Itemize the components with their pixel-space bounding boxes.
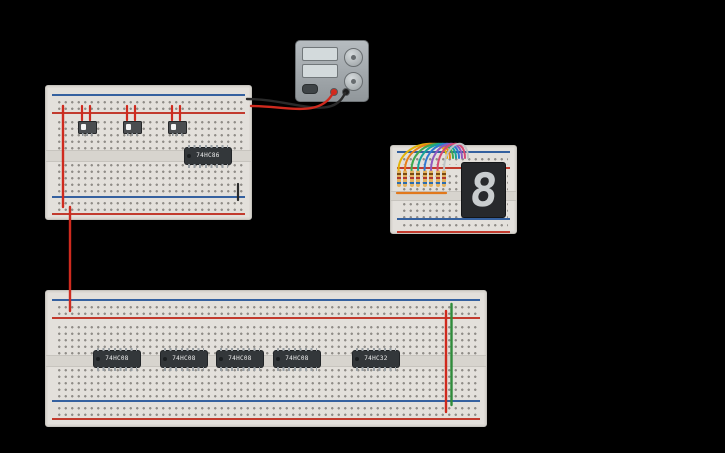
chip-notch (163, 357, 167, 361)
psu-voltage-display (302, 47, 338, 61)
chip-notch (355, 357, 359, 361)
chip-notch (276, 357, 280, 361)
negative-rail-line (52, 400, 480, 402)
positive-rail-line (52, 112, 245, 114)
ic-chip-3[interactable]: 74HC08 (217, 347, 263, 371)
seven-segment-digit: 8 (467, 163, 500, 217)
psu-current-display (302, 64, 338, 78)
power-supply[interactable] (295, 40, 369, 102)
terminal-strip-holes (54, 365, 478, 398)
resistor-1[interactable] (396, 170, 401, 187)
ic-chip-2[interactable]: 74HC08 (161, 347, 207, 371)
chip-label: 74HC86 (196, 152, 220, 159)
resistor-8[interactable] (442, 170, 446, 187)
chip-notch (96, 357, 100, 361)
resistor-3[interactable] (409, 170, 414, 187)
slide-switch-3[interactable] (168, 121, 187, 136)
ic-chip-74hc86[interactable]: 74HC86 (185, 144, 231, 168)
chip-label: 74HC08 (105, 355, 129, 362)
current-knob[interactable] (344, 72, 363, 91)
positive-rail-line (52, 418, 480, 420)
negative-rail-line (52, 299, 480, 301)
breadboard-large[interactable] (45, 290, 487, 427)
positive-terminal[interactable] (330, 88, 338, 96)
slide-switch-1[interactable] (78, 121, 97, 136)
negative-rail-line (397, 218, 510, 220)
resistor-5[interactable] (422, 170, 427, 187)
psu-power-button[interactable] (302, 84, 318, 94)
chip-label: 74HC32 (364, 355, 388, 362)
chip-label: 74HC08 (172, 355, 196, 362)
chip-notch (219, 357, 223, 361)
positive-rail-line (52, 317, 480, 319)
chip-label: 74HC08 (285, 355, 309, 362)
power-rail-holes (54, 302, 478, 315)
ic-chip-5[interactable]: 74HC32 (353, 347, 399, 371)
negative-rail-line (52, 94, 245, 96)
power-rail-holes (399, 220, 508, 230)
negative-terminal[interactable] (342, 88, 350, 96)
positive-rail-line (397, 231, 510, 233)
resistor-2[interactable] (403, 170, 407, 187)
positive-rail-line (52, 213, 245, 215)
resistor-4[interactable] (416, 170, 420, 187)
power-rail-holes (54, 97, 243, 110)
seven-segment-display[interactable]: 8 (461, 162, 506, 218)
power-rail-holes (54, 403, 478, 416)
negative-rail-line (397, 151, 510, 153)
switch-slider (171, 124, 176, 130)
chip-notch (187, 154, 191, 158)
chip-label: 74HC08 (228, 355, 252, 362)
switch-slider (81, 124, 86, 130)
switch-slider (126, 124, 131, 130)
resistor-6[interactable] (429, 170, 433, 187)
ic-chip-4[interactable]: 74HC08 (274, 347, 320, 371)
ic-chip-1[interactable]: 74HC08 (94, 347, 140, 371)
slide-switch-2[interactable] (123, 121, 142, 136)
voltage-knob[interactable] (344, 48, 363, 67)
negative-rail-line (52, 196, 245, 198)
power-rail-holes (54, 198, 243, 211)
resistor-7[interactable] (435, 170, 440, 187)
